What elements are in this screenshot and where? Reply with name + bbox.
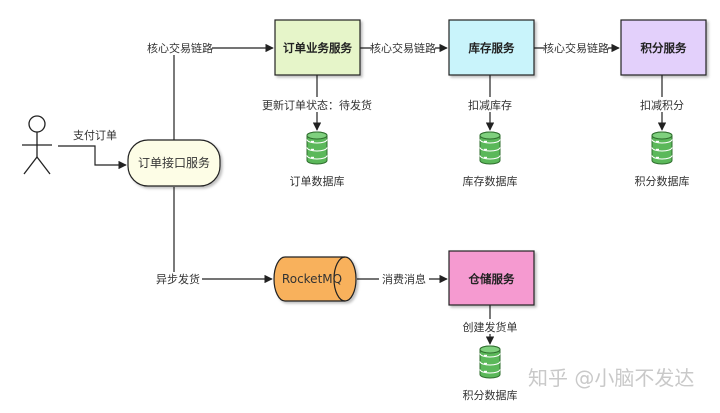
database-icon <box>479 131 501 165</box>
database-led <box>311 156 314 159</box>
core-link-label-2: 核心交易链路 <box>370 41 436 55</box>
database-band <box>479 139 501 144</box>
async-ship-label: 异步发货 <box>156 272 200 286</box>
points-service-label: 积分服务 <box>641 41 687 55</box>
database-led <box>484 140 487 143</box>
inventory-service-node: 库存服务 <box>448 19 535 76</box>
database-led <box>656 156 659 159</box>
warehouse-service-label: 仓储服务 <box>468 272 515 286</box>
database-icon <box>306 131 328 165</box>
points-service-node: 积分服务 <box>620 19 707 76</box>
warehouse-db-label: 积分数据库 <box>463 388 518 402</box>
order-service-node: 订单业务服务 <box>274 19 361 76</box>
edge-async-ship <box>173 187 273 284</box>
database-band <box>479 147 501 152</box>
deduct-points-label: 扣减积分 <box>640 98 684 112</box>
edge-labels: 支付订单 核心交易链路 核心交易链路 核心交易链路 更新订单状态：待发货 扣减库… <box>70 40 685 334</box>
database-band <box>651 147 673 152</box>
database-band <box>479 353 501 358</box>
person-icon <box>22 115 52 175</box>
database-band <box>306 147 328 152</box>
database-led <box>484 148 487 151</box>
database-led <box>484 354 487 357</box>
rocketmq-label: RocketMQ <box>282 272 342 286</box>
deduct-stock-label: 扣减库存 <box>468 98 512 112</box>
database-top <box>306 131 328 140</box>
order-db-label: 订单数据库 <box>290 174 345 188</box>
database-band <box>479 369 501 374</box>
database-led <box>656 148 659 151</box>
pay-order-label: 支付订单 <box>73 129 117 142</box>
warehouse-service-node: 仓储服务 <box>448 250 535 306</box>
database-band <box>651 139 673 144</box>
order-service-label: 订单业务服务 <box>283 41 352 55</box>
database-top <box>651 131 673 140</box>
database-band <box>306 139 328 144</box>
database-top <box>479 345 501 354</box>
core-link-label-3: 核心交易链路 <box>543 41 609 55</box>
watermark: 知乎 @小脑不发达 <box>528 366 694 390</box>
rocketmq-queue-node: RocketMQ <box>273 256 357 302</box>
database-led <box>311 148 314 151</box>
core-link-label-1: 核心交易链路 <box>147 41 213 55</box>
update-status-label: 更新订单状态：待发货 <box>262 98 372 112</box>
points-db-label: 积分数据库 <box>635 174 690 188</box>
order-api-label: 订单接口服务 <box>138 155 210 170</box>
database-band <box>479 361 501 366</box>
database-band <box>651 155 673 160</box>
database-led <box>484 370 487 373</box>
database-icon <box>479 345 501 379</box>
database-band <box>306 155 328 160</box>
create-shipment-label: 创建发货单 <box>463 320 518 334</box>
inventory-service-label: 库存服务 <box>469 41 515 55</box>
database-led <box>656 140 659 143</box>
database-led <box>311 140 314 143</box>
order-api-node: 订单接口服务 <box>127 139 221 187</box>
database-led <box>484 156 487 159</box>
database-icon <box>651 131 673 165</box>
database-band <box>479 155 501 160</box>
edge-pay-order <box>58 145 127 170</box>
edge-core-link-1 <box>173 43 274 140</box>
inventory-db-label: 库存数据库 <box>463 174 518 188</box>
database-led <box>484 362 487 365</box>
database-top <box>479 131 501 140</box>
consume-msg-label: 消费消息 <box>382 272 426 286</box>
